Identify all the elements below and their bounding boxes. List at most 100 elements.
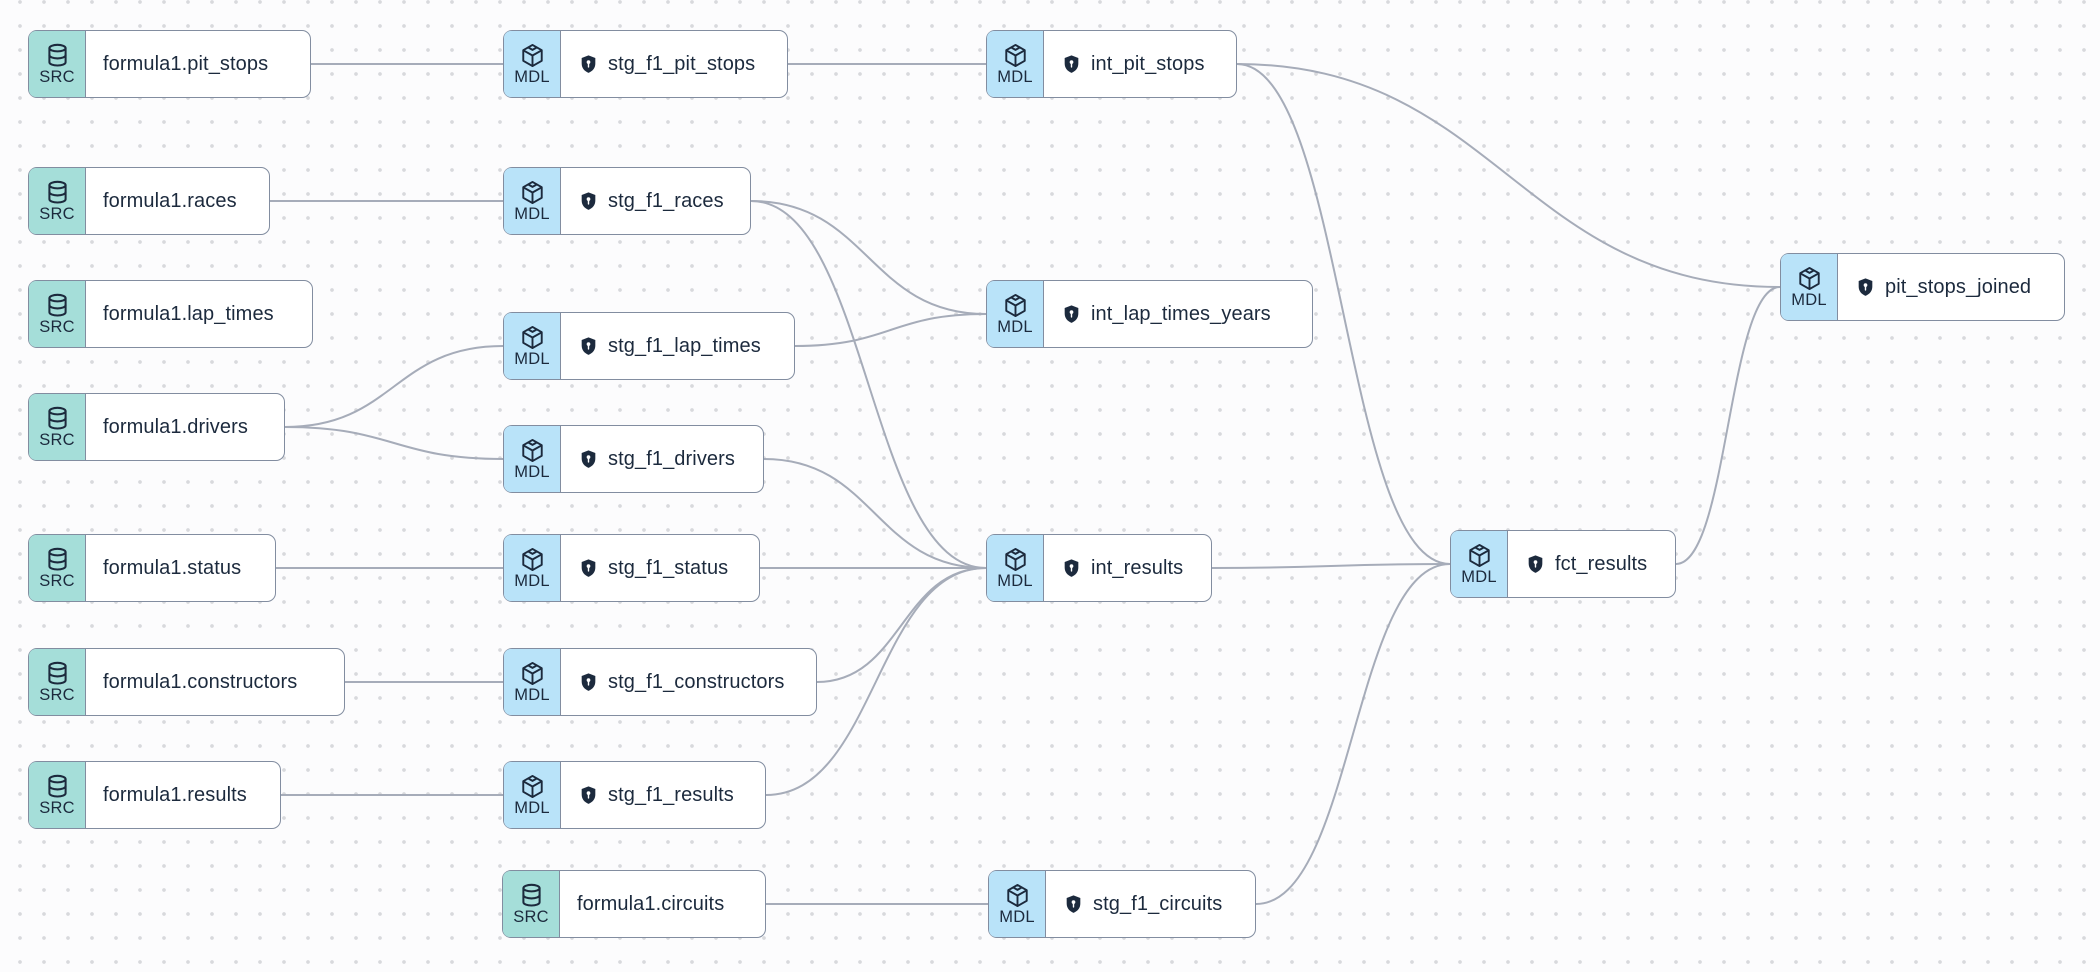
node-int_pit_stops[interactable]: MDL int_pit_stops [986,30,1237,98]
database-icon [44,660,71,687]
node-label-area: stg_f1_drivers [561,426,763,492]
edge-int_results-to-fct_results [1211,563,1451,569]
node-label: formula1.constructors [103,670,298,693]
node-kind-label: MDL [514,571,550,590]
node-label-area: formula1.pit_stops [86,31,310,97]
model-cube-icon [519,546,546,573]
node-label-area: formula1.races [86,168,269,234]
node-formula1-circuits[interactable]: SRC formula1.circuits [502,870,766,938]
node-label-area: formula1.drivers [86,394,284,460]
node-formula1-drivers[interactable]: SRC formula1.drivers [28,393,285,461]
node-type-badge-src: SRC [29,281,86,347]
shield-access-icon [1855,277,1876,298]
model-cube-icon [519,324,546,351]
node-type-badge-mdl: MDL [504,168,561,234]
node-label: stg_f1_circuits [1093,892,1223,915]
node-stg_f1_status[interactable]: MDL stg_f1_status [503,534,760,602]
node-stg_f1_circuits[interactable]: MDL stg_f1_circuits [988,870,1256,938]
shield-access-icon [1525,554,1546,575]
node-int_lap_times_years[interactable]: MDL int_lap_times_years [986,280,1313,348]
node-label: int_lap_times_years [1091,302,1271,325]
model-cube-icon [1466,542,1493,569]
node-label: formula1.lap_times [103,302,274,325]
node-formula1-results[interactable]: SRC formula1.results [28,761,281,829]
database-icon [44,179,71,206]
node-label-area: formula1.results [86,762,280,828]
node-formula1-pit_stops[interactable]: SRC formula1.pit_stops [28,30,311,98]
database-icon [518,882,545,909]
node-kind-label: MDL [514,462,550,481]
node-kind-label: MDL [514,67,550,86]
node-type-badge-src: SRC [503,871,560,937]
node-kind-label: SRC [513,907,549,926]
node-type-badge-mdl: MDL [504,426,561,492]
node-label-area: pit_stops_joined [1838,254,2064,320]
node-label: int_results [1091,556,1184,579]
node-label: stg_f1_lap_times [608,334,761,357]
edge-stg_f1_races-to-int_lap_times_years [750,200,987,315]
model-cube-icon [519,42,546,69]
node-label-area: stg_f1_status [561,535,759,601]
node-label: formula1.drivers [103,415,248,438]
node-pit_stops_joined[interactable]: MDL pit_stops_joined [1780,253,2065,321]
node-label: stg_f1_constructors [608,670,785,693]
node-label: formula1.results [103,783,247,806]
edge-src_drivers-to-stg_f1_drivers [284,426,504,460]
edge-fct_results-to-pit_stops_joined [1675,286,1781,565]
node-kind-label: MDL [997,67,1033,86]
shield-access-icon [1063,894,1084,915]
shield-access-icon [1061,558,1082,579]
node-formula1-constructors[interactable]: SRC formula1.constructors [28,648,345,716]
shield-access-icon [1061,304,1082,325]
model-cube-icon [1002,546,1029,573]
node-stg_f1_lap_times[interactable]: MDL stg_f1_lap_times [503,312,795,380]
database-icon [44,546,71,573]
node-label-area: formula1.constructors [86,649,344,715]
node-label: formula1.races [103,189,237,212]
node-kind-label: MDL [514,349,550,368]
node-kind-label: MDL [999,907,1035,926]
node-formula1-races[interactable]: SRC formula1.races [28,167,270,235]
model-cube-icon [1002,292,1029,319]
node-stg_f1_results[interactable]: MDL stg_f1_results [503,761,766,829]
node-type-badge-src: SRC [29,394,86,460]
node-fct_results[interactable]: MDL fct_results [1450,530,1676,598]
node-label: int_pit_stops [1091,52,1205,75]
node-label-area: int_lap_times_years [1044,281,1312,347]
node-int_results[interactable]: MDL int_results [986,534,1212,602]
node-formula1-status[interactable]: SRC formula1.status [28,534,276,602]
node-label-area: int_results [1044,535,1211,601]
shield-access-icon [578,785,599,806]
node-label: stg_f1_drivers [608,447,736,470]
shield-access-icon [578,54,599,75]
database-icon [44,292,71,319]
node-type-badge-src: SRC [29,762,86,828]
node-label-area: stg_f1_results [561,762,765,828]
node-label-area: stg_f1_circuits [1046,871,1255,937]
node-type-badge-mdl: MDL [1451,531,1508,597]
model-cube-icon [519,179,546,206]
model-cube-icon [1796,265,1823,292]
node-kind-label: MDL [514,685,550,704]
node-formula1-lap_times[interactable]: SRC formula1.lap_times [28,280,313,348]
model-cube-icon [519,437,546,464]
model-cube-icon [519,660,546,687]
edge-stg_f1_lap_times-to-int_lap_times_years [794,313,987,347]
node-type-badge-src: SRC [29,649,86,715]
node-stg_f1_races[interactable]: MDL stg_f1_races [503,167,751,235]
shield-access-icon [1061,54,1082,75]
node-label-area: fct_results [1508,531,1675,597]
model-cube-icon [1004,882,1031,909]
model-cube-icon [1002,42,1029,69]
node-type-badge-src: SRC [29,31,86,97]
node-kind-label: SRC [39,571,75,590]
node-stg_f1_drivers[interactable]: MDL stg_f1_drivers [503,425,764,493]
node-stg_f1_constructors[interactable]: MDL stg_f1_constructors [503,648,817,716]
database-icon [44,773,71,800]
edge-stg_f1_circuits-to-fct_results [1255,563,1451,905]
node-label: stg_f1_races [608,189,724,212]
node-stg_f1_pit_stops[interactable]: MDL stg_f1_pit_stops [503,30,788,98]
edge-src_drivers-to-stg_f1_lap_times [284,345,504,428]
